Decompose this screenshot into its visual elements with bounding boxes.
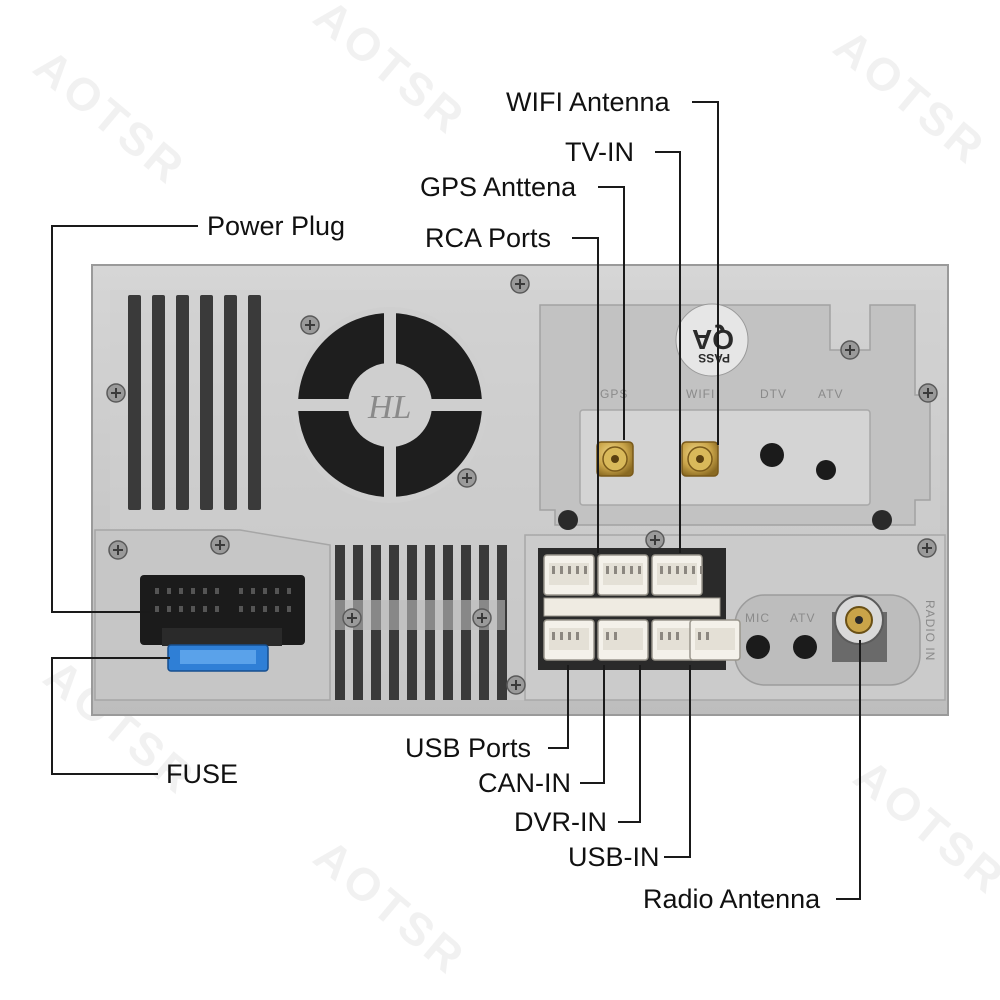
leader-gps [598, 186, 625, 440]
leader-lines [51, 101, 861, 900]
port-label-wifi: WIFI [686, 387, 715, 401]
label-can-in: CAN-IN [478, 768, 571, 798]
label-radio-antenna: Radio Antenna [643, 884, 821, 914]
label-dvr-in: DVR-IN [514, 807, 607, 837]
mic-port [746, 635, 770, 659]
leader-can-in [580, 665, 605, 784]
qa-badge-top: QA [692, 324, 734, 355]
port-label-atv-lower: ATV [790, 611, 815, 625]
leader-usb-in [664, 665, 691, 858]
label-usb-in: USB-IN [568, 842, 660, 872]
label-usb-ports: USB Ports [405, 733, 532, 763]
label-power-plug: Power Plug [207, 211, 346, 241]
leader-power [51, 225, 198, 613]
leader-dvr-in [618, 665, 641, 823]
port-label-mic: MIC [745, 611, 770, 625]
port-label-atv: ATV [818, 387, 843, 401]
label-wifi-antenna: WIFI Antenna [506, 87, 670, 117]
atv-port-lower [793, 635, 817, 659]
wifi-connector [681, 441, 719, 477]
qa-pass-badge: QA PASS [675, 303, 749, 377]
leader-wifi [692, 101, 719, 445]
leader-radio [836, 640, 861, 900]
vent-slots-upper [128, 295, 261, 510]
qa-badge-bottom: PASS [698, 351, 730, 365]
leader-rca [572, 237, 599, 553]
harness-connectors [538, 548, 741, 670]
leader-fuse [51, 657, 170, 775]
fan-mark: HL [367, 389, 411, 426]
atv-port-top [816, 460, 836, 480]
fuse [167, 644, 269, 672]
label-tv-in: TV-IN [565, 137, 635, 167]
port-label-gps: GPS [600, 387, 628, 401]
leader-tv-in [655, 151, 681, 553]
label-fuse: FUSE [166, 759, 239, 789]
leader-usb-ports [548, 665, 569, 749]
gps-connector [596, 441, 634, 477]
cooling-fan: HL [292, 307, 488, 503]
dtv-port [760, 443, 784, 467]
label-rca-ports: RCA Ports [425, 223, 552, 253]
radio-in-vertical: RADIO IN [923, 600, 937, 661]
power-plug-connector [140, 575, 305, 646]
port-label-dtv: DTV [760, 387, 787, 401]
label-gps-antenna: GPS Anttena [420, 172, 577, 202]
